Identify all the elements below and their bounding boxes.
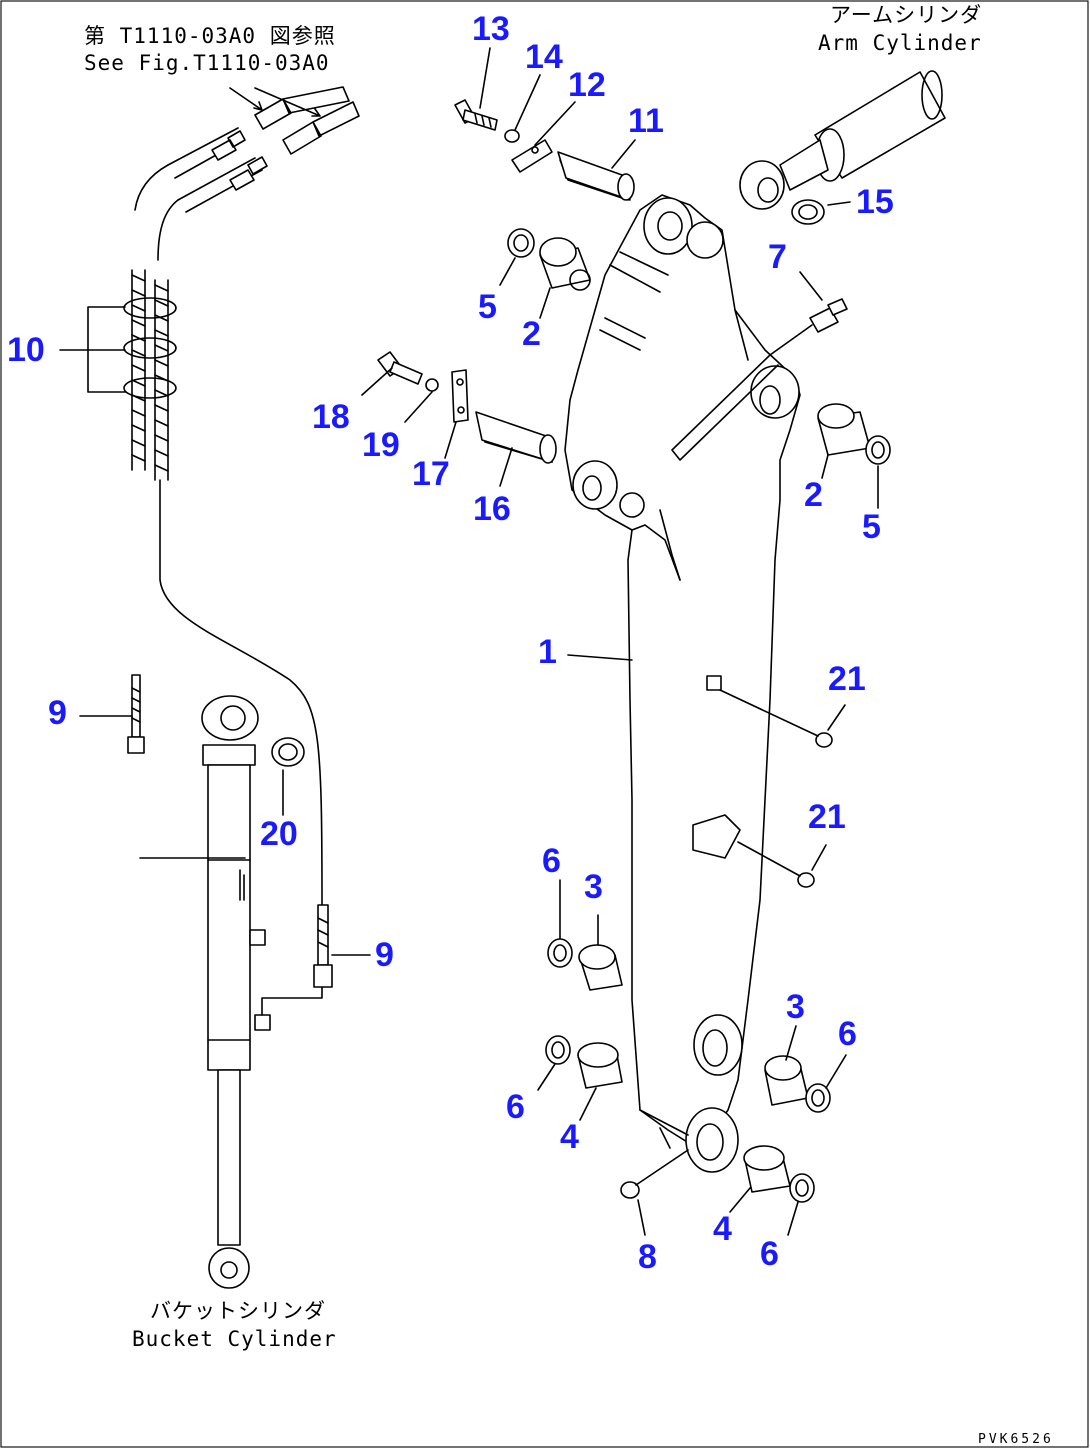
bolts-21 xyxy=(719,689,833,888)
callout-7: 7 xyxy=(768,238,787,276)
callout-1: 1 xyxy=(538,633,557,671)
plug-8 xyxy=(620,1149,689,1236)
leader-16 xyxy=(499,447,513,487)
seal-5-top xyxy=(507,228,535,258)
callout-6-lower-left: 6 xyxy=(506,1088,525,1126)
seal-5-right xyxy=(865,435,891,465)
pin-11 xyxy=(557,151,635,201)
callout-20: 20 xyxy=(260,815,298,853)
callout-18: 18 xyxy=(312,398,350,436)
arm-cylinder-label-en: Arm Cylinder xyxy=(818,31,982,55)
leader-21a xyxy=(827,704,846,731)
callout-5-top: 5 xyxy=(478,288,497,326)
leader-1 xyxy=(567,654,633,661)
pin-16 xyxy=(475,411,557,464)
grease-fitting-7 xyxy=(769,298,848,356)
callout-15: 15 xyxy=(856,183,894,221)
callout-4-left: 4 xyxy=(560,1118,579,1156)
leader-13 xyxy=(479,47,491,109)
bolt-13 xyxy=(454,99,498,131)
callout-6-lower-right: 6 xyxy=(760,1235,779,1273)
see-fig-note-jp: 第 T1110-03A0 図参照 xyxy=(84,24,336,48)
bushing-2-top xyxy=(539,237,591,291)
callout-17: 17 xyxy=(412,455,450,493)
leader-18 xyxy=(361,367,393,396)
callout-19: 19 xyxy=(362,426,400,464)
callout-21-upper: 21 xyxy=(828,660,866,698)
callout-4-right: 4 xyxy=(713,1210,732,1248)
callout-3-left: 3 xyxy=(584,868,603,906)
leader-21b xyxy=(811,844,827,871)
callout-2-top: 2 xyxy=(522,315,541,353)
callout-2-right: 2 xyxy=(804,476,823,514)
callout-10-leader xyxy=(59,306,126,393)
callout-10: 10 xyxy=(7,331,45,369)
callout-16: 16 xyxy=(473,490,511,528)
leader-6d xyxy=(787,1201,799,1236)
seal-6-lower-left xyxy=(545,1035,571,1065)
callout-12: 12 xyxy=(568,66,606,104)
plate-17 xyxy=(451,369,469,423)
leader-5a xyxy=(499,257,516,286)
bucket-cylinder-label-jp: バケットシリンダ xyxy=(150,1299,326,1323)
leader-15 xyxy=(827,201,851,206)
washer-19 xyxy=(425,378,439,392)
bushing-2-right xyxy=(817,403,871,456)
leader-4a xyxy=(579,1087,597,1121)
arm-body xyxy=(564,194,801,1173)
bushing-3-left xyxy=(578,944,623,991)
leader-7 xyxy=(799,271,823,301)
callout-6-upper-left: 6 xyxy=(542,842,561,880)
seal-6-upper-right xyxy=(805,1083,831,1113)
leader-2b xyxy=(821,454,829,479)
bushing-3-right xyxy=(764,1055,809,1106)
leader-19 xyxy=(404,391,433,423)
callout-11: 11 xyxy=(628,102,664,140)
bucket-cylinder xyxy=(127,674,333,1289)
callout-21-lower: 21 xyxy=(808,798,846,836)
seal-6-lower-right xyxy=(789,1173,815,1203)
callout-8: 8 xyxy=(638,1238,657,1276)
bushing-4-left xyxy=(577,1042,623,1089)
bushing-4-right xyxy=(743,1145,791,1193)
leader-17 xyxy=(444,421,457,459)
leader-3b xyxy=(785,1025,797,1061)
callout-13: 13 xyxy=(472,10,510,48)
leader-2a xyxy=(539,287,551,319)
bolt-18 xyxy=(377,351,423,385)
see-fig-note-en: See Fig.T1110-03A0 xyxy=(84,51,330,75)
callout-9-fitting: 9 xyxy=(375,936,394,974)
washer-14 xyxy=(504,129,520,143)
arm-cylinder xyxy=(739,70,946,225)
arm-cylinder-label-jp: アームシリンダ xyxy=(830,3,982,27)
callout-3-right: 3 xyxy=(786,988,805,1026)
leader-14 xyxy=(514,74,541,131)
callout-6-upper-right: 6 xyxy=(838,1015,857,1053)
leader-6c xyxy=(825,1054,847,1089)
leader-11 xyxy=(611,139,636,169)
seal-6-upper-left xyxy=(547,938,573,968)
drawing-code: PVK6526 xyxy=(978,1432,1054,1447)
callout-9-bolt: 9 xyxy=(48,694,67,732)
bucket-cylinder-label-en: Bucket Cylinder xyxy=(132,1327,337,1351)
leader-6b xyxy=(537,1063,556,1091)
callout-14: 14 xyxy=(525,38,563,76)
plate-12 xyxy=(511,139,553,173)
hose-assembly xyxy=(123,86,360,906)
leader-4b xyxy=(729,1187,751,1213)
leader-12 xyxy=(534,101,576,146)
callout-5-right: 5 xyxy=(862,508,881,546)
